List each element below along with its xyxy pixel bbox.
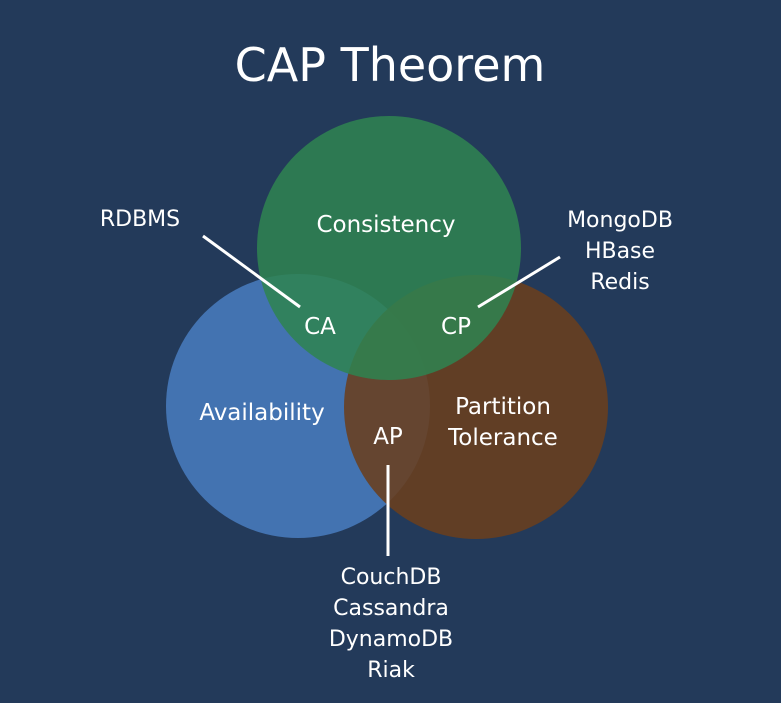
ap-system-couchdb: CouchDB (341, 565, 442, 590)
ap-system-riak: Riak (367, 658, 415, 683)
ca-system-rdbms: RDBMS (100, 207, 180, 232)
ap-system-dynamodb: DynamoDB (329, 627, 453, 652)
ca-label: CA (304, 314, 336, 340)
rdbms-connector-line (202, 234, 301, 309)
cp-system-mongodb: MongoDB (567, 208, 673, 233)
consistency-label: Consistency (316, 212, 455, 238)
partition-label-line1: Partition (455, 394, 551, 420)
ap-system-cassandra: Cassandra (333, 596, 449, 621)
page-title: CAP Theorem (235, 38, 546, 92)
availability-label: Availability (199, 400, 324, 426)
cp-system-hbase: HBase (585, 239, 655, 264)
cp-connector-line (477, 255, 561, 309)
cp-system-redis: Redis (590, 270, 649, 295)
partition-label-line2: Tolerance (447, 425, 558, 451)
consistency-circle (257, 116, 521, 380)
cp-label: CP (441, 314, 471, 340)
ap-label: AP (373, 424, 403, 450)
